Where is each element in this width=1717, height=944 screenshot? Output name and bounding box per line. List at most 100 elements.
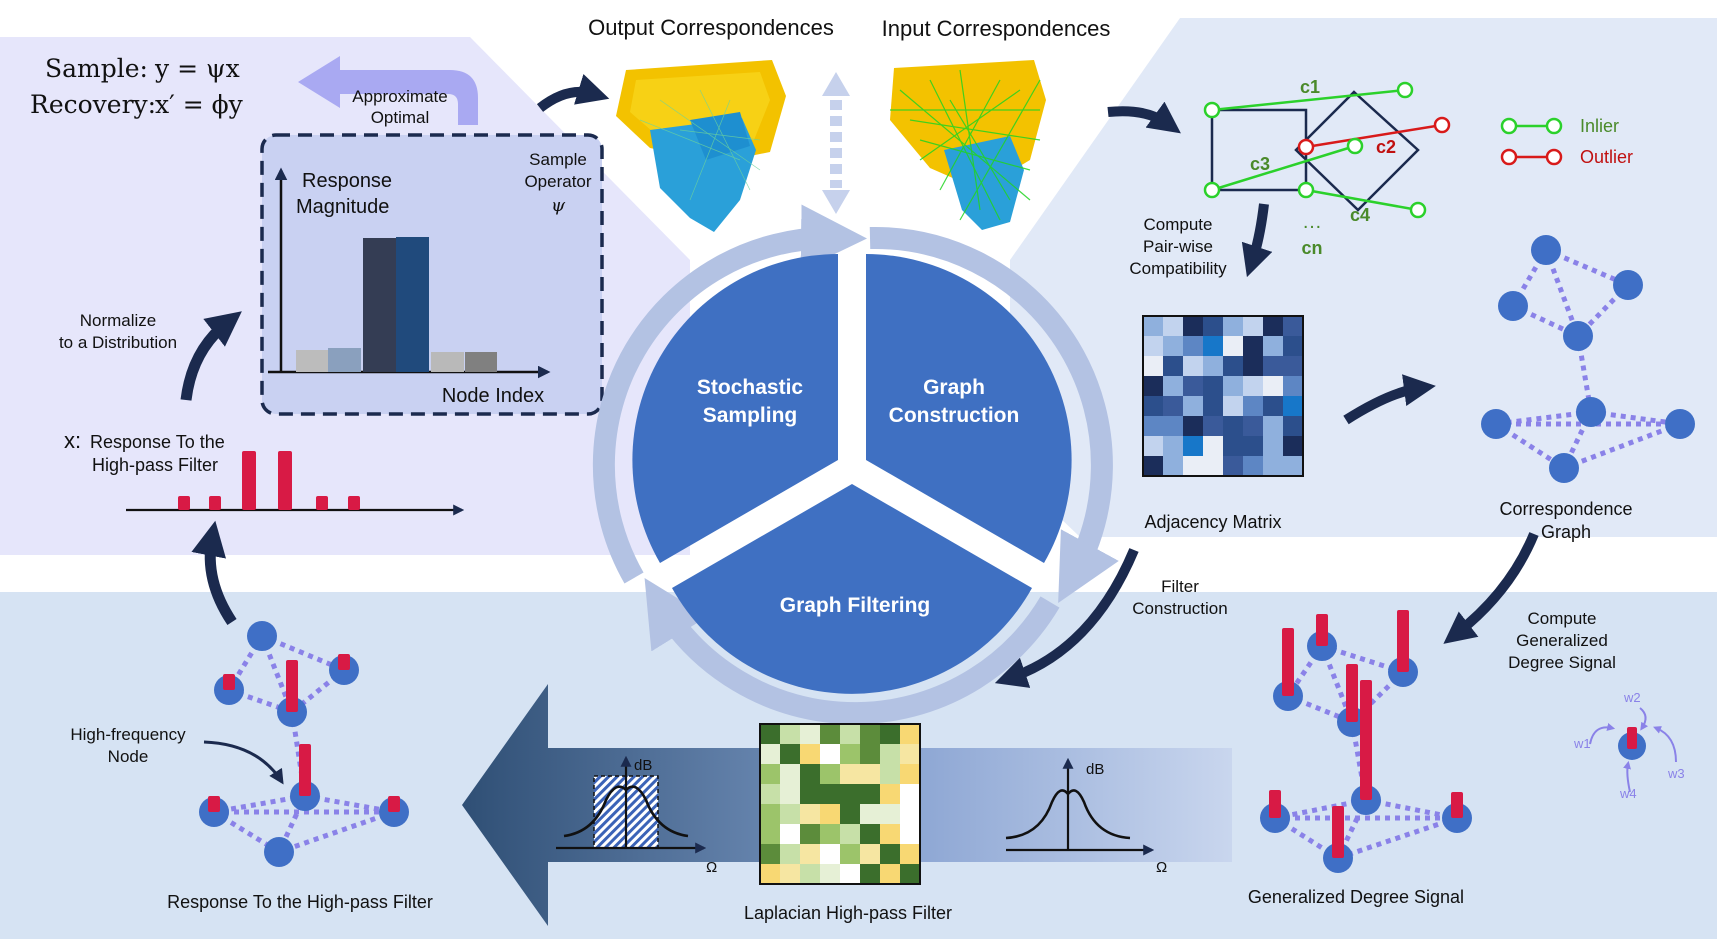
high-frequency-pointer — [203, 740, 284, 785]
x-signal-bar — [178, 496, 190, 510]
filter-construction-arrow — [994, 548, 1139, 688]
laplacian-cell — [840, 724, 860, 744]
adjacency-cell — [1203, 416, 1223, 436]
laplacian-cell — [900, 824, 920, 844]
laplacian-cell — [860, 824, 880, 844]
recovery-formula: x′ = ϕy — [155, 90, 244, 119]
response-magnitude-line1: Response — [302, 170, 392, 192]
laplacian-cell — [800, 764, 820, 784]
laplacian-cell — [780, 764, 800, 784]
adjacency-cell — [1243, 396, 1263, 416]
generalized-degree-graph — [1260, 610, 1472, 873]
label-c1: c1 — [1300, 77, 1320, 97]
formulas: Sample: y = ψx Recovery: x′ = ϕy — [30, 54, 244, 119]
adjacency-label: Adjacency Matrix — [1144, 512, 1281, 532]
x-response-line2: High-pass Filter — [92, 455, 218, 475]
laplacian-cell — [900, 804, 920, 824]
laplacian-cell — [820, 844, 840, 864]
graph-node-bar — [1269, 790, 1281, 818]
laplacian-cell — [900, 764, 920, 784]
correspondence-c2 — [1305, 123, 1443, 149]
laplacian-cell — [780, 844, 800, 864]
pipeline-cycle: Stochastic Sampling Graph Construction G… — [592, 204, 1119, 725]
laplacian-cell — [880, 844, 900, 864]
adjacency-cell — [1203, 456, 1223, 476]
adjacency-cell — [1283, 356, 1303, 376]
sample-operator-symbol: ψ — [551, 195, 566, 216]
weight-w1: w1 — [1573, 736, 1591, 751]
legend-inlier: Inlier — [1580, 116, 1619, 136]
to-correspondence-arrow — [1107, 101, 1181, 134]
graph-edge — [278, 809, 395, 855]
response-bar — [465, 352, 497, 372]
laplacian-cell — [840, 784, 860, 804]
adjacency-cell — [1283, 316, 1303, 336]
correspondence-refine-arrow — [822, 72, 850, 214]
up-arrow-left — [191, 520, 237, 626]
graph-node — [1549, 453, 1579, 483]
laplacian-cell — [760, 844, 780, 864]
laplacian-cell — [800, 824, 820, 844]
response-graph — [199, 621, 409, 867]
adjacency-cell — [1223, 456, 1243, 476]
degree-line1: Compute — [1528, 609, 1597, 628]
correspondence-graph-line2: Graph — [1541, 522, 1591, 542]
correspondence-c1 — [1211, 88, 1406, 112]
laplacian-cell — [820, 804, 840, 824]
sector-graph-construction — [866, 254, 1072, 563]
adjacency-cell — [1163, 316, 1183, 336]
weights-illustration: w1 w2 w3 w4 — [1573, 690, 1685, 801]
adjacency-cell — [1263, 396, 1283, 416]
approximate-optimal-arrow — [298, 56, 478, 125]
adjacency-cell — [1183, 336, 1203, 356]
adjacency-cell — [1203, 396, 1223, 416]
laplacian-cell — [900, 864, 920, 884]
graph-edge — [1337, 815, 1458, 861]
laplacian-cell — [800, 844, 820, 864]
response-bar — [296, 350, 328, 372]
label-dots: … — [1302, 211, 1322, 233]
laplacian-cell — [880, 824, 900, 844]
input-point-cloud — [890, 60, 1046, 230]
sector-stochastic-sampling — [632, 254, 838, 563]
correspondence-graph-line1: Correspondence — [1499, 499, 1632, 519]
high-frequency-line1: High-frequency — [70, 725, 186, 744]
laplacian-cell — [840, 844, 860, 864]
laplacian-cell — [820, 824, 840, 844]
sample-operator-line1: Sample — [529, 150, 587, 169]
laplacian-cell — [800, 804, 820, 824]
filter-construction-line1: Filter — [1161, 577, 1199, 596]
laplacian-cell — [860, 764, 880, 784]
recovery-label: Recovery: — [30, 90, 156, 119]
graph-node-bar — [1360, 680, 1372, 800]
adjacency-matrix — [1142, 315, 1304, 477]
adjacency-cell — [1163, 436, 1183, 456]
compute-line3: Compatibility — [1129, 259, 1227, 278]
laplacian-cell — [900, 724, 920, 744]
approximate-label: Approximate — [352, 87, 447, 106]
adjacency-cell — [1143, 356, 1163, 376]
laplacian-cell — [880, 864, 900, 884]
filter-construction-line2: Construction — [1132, 599, 1227, 618]
normalize-line1: Normalize — [80, 311, 157, 330]
laplacian-cell — [760, 864, 780, 884]
adjacency-cell — [1243, 316, 1263, 336]
input-spectrum: dB Ω — [1005, 757, 1167, 876]
cycle-construction-line2: Construction — [889, 404, 1020, 427]
graph-node-bar — [338, 654, 350, 670]
adjacency-cell — [1283, 416, 1303, 436]
graph-node — [1498, 291, 1528, 321]
adjacency-cell — [1263, 336, 1283, 356]
response-bar — [431, 352, 464, 372]
sample-operator-box — [260, 133, 604, 416]
legend: Inlier Outlier — [1500, 116, 1633, 167]
laplacian-cell — [840, 744, 860, 764]
adjacency-cell — [1143, 336, 1163, 356]
laplacian-cell — [880, 804, 900, 824]
adjacency-cell — [1283, 396, 1303, 416]
adjacency-cell — [1223, 316, 1243, 336]
adjacency-cell — [1183, 376, 1203, 396]
adjacency-cell — [1143, 456, 1163, 476]
laplacian-cell — [860, 804, 880, 824]
omega-left: Ω — [706, 859, 717, 876]
